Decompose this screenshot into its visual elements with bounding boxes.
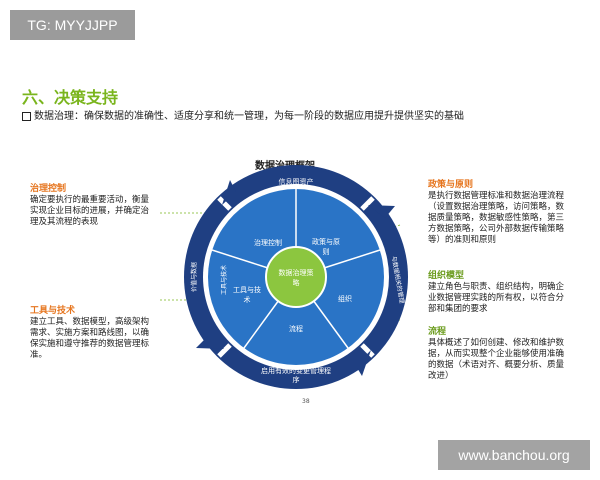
ring-label-top: 信息图资产	[279, 177, 314, 186]
callout-tools-line: 保实施和遵守推荐的数据管理标	[30, 339, 150, 349]
ring-arrowheads	[196, 180, 395, 376]
callout-policy-line: 等）的准则和原则	[428, 235, 497, 245]
callout-process-line: 改进）	[428, 371, 454, 381]
callout-process-line: 据，从而实现整个企业能够使用准确	[428, 349, 565, 359]
callout-policy: 政策与原则 是执行数据管理标准和数据治理流程 （设置数据治理策略，访问策略，数 …	[428, 180, 588, 246]
callout-governance: 治理控制 确定要执行的最重要活动，衡量 实现企业目标的进展，并确定治 理及其流程…	[30, 184, 160, 228]
callout-policy-line: 方数据策略，公司外部数据传输策略	[428, 224, 565, 234]
callout-org: 组织模型 建立角色与职责、组织结构，明确企 业数据管理实践的所有权，以符合分 部…	[428, 271, 588, 315]
page-number: 38	[302, 398, 310, 405]
segment-tools-1: 工具与技	[233, 285, 261, 294]
center-label-1: 数据治理策	[279, 268, 314, 277]
segment-process: 流程	[289, 324, 303, 333]
callout-process: 流程 具体概述了如何创建、修改和维护数 据，从而实现整个企业能够使用准确 的数据…	[428, 327, 588, 382]
subtitle-text: 数据治理：确保数据的准确性、适度分享和统一管理，为每一阶段的数据应用提升提供坚实…	[34, 111, 464, 122]
callout-tools-line: 准。	[30, 350, 48, 360]
segment-org: 组织	[338, 294, 352, 303]
callout-tools: 工具与技术 建立工具、数据模型，高级架构 需求、实施方案和路线图，以确 保实施和…	[30, 306, 160, 361]
segment-governance: 治理控制	[254, 238, 282, 247]
callout-org-line: 部和集团的要求	[428, 304, 488, 314]
center-label-2: 略	[293, 278, 300, 287]
callout-tools-head: 工具与技术	[30, 306, 76, 316]
callout-policy-head: 政策与原则	[428, 180, 474, 190]
callout-process-line: 的数据（术语对齐、概要分析、质量	[428, 360, 565, 370]
section-title: 六、决策支持	[22, 88, 119, 107]
callout-org-line: 建立角色与职责、组织结构，明确企	[428, 282, 565, 292]
ring-label-bottom-1: 启用有效的变更管理程	[261, 366, 331, 375]
segment-tools-2: 术	[244, 295, 251, 304]
callout-process-head: 流程	[428, 327, 447, 337]
checkbox-icon	[22, 111, 31, 121]
ring-label-bottom-2: 序	[293, 375, 300, 384]
callout-governance-line: 理及其流程的表现	[30, 217, 99, 227]
callout-org-line: 业数据管理实践的所有权，以符合分	[428, 293, 565, 303]
callout-governance-line: 实现企业目标的进展，并确定治	[30, 206, 150, 216]
watermark-bottom-right: www.banchou.org	[438, 440, 590, 470]
callout-process-line: 具体概述了如何创建、修改和维护数	[428, 338, 565, 348]
callout-policy-line: 是执行数据管理标准和数据治理流程	[428, 191, 565, 201]
subtitle: 数据治理：确保数据的准确性、适度分享和统一管理，为每一阶段的数据应用提升提供坚实…	[22, 107, 464, 122]
segment-policy-1: 政策与原	[312, 237, 340, 246]
center-circle	[265, 246, 327, 308]
ring-label-left: 价值与数据	[190, 262, 198, 292]
callout-governance-head: 治理控制	[30, 184, 67, 194]
segment-tools-label: 工具与技术	[220, 265, 228, 295]
callout-org-head: 组织模型	[428, 271, 465, 281]
callout-tools-line: 需求、实施方案和路线图，以确	[30, 328, 150, 338]
callout-governance-line: 确定要执行的最重要活动，衡量	[30, 195, 150, 205]
callout-tools-line: 建立工具、数据模型，高级架构	[30, 317, 150, 327]
segment-policy-2: 则	[323, 248, 330, 256]
callout-policy-line: （设置数据治理策略，访问策略，数	[428, 202, 565, 212]
callout-policy-line: 据质量策略，数据敏感性策略，第三	[428, 213, 565, 223]
watermark-top-left: TG: MYYJJPP	[10, 10, 135, 40]
